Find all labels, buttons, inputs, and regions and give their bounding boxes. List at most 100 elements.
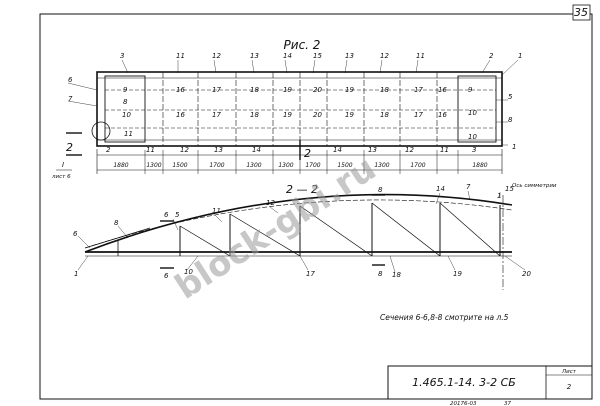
section-label: 12 xyxy=(266,199,275,207)
plan-label: 13 xyxy=(214,146,223,154)
dimension: 1880 xyxy=(113,162,128,169)
plan-label: 17 xyxy=(414,86,423,94)
stamp-code: 1.465.1-14. 3-2 СБ xyxy=(412,376,516,389)
left-cut-sheet-ref: лист 6 xyxy=(51,174,71,180)
plan-label: 6 xyxy=(68,76,73,84)
plan-label: 13 xyxy=(345,52,354,60)
plan-label: 11 xyxy=(440,146,449,154)
dimension: 1500 xyxy=(337,162,352,169)
cut-label: 8 xyxy=(378,186,383,194)
plan-label: 10 xyxy=(468,109,477,117)
plan-label: 16 xyxy=(176,86,185,94)
section-label: 20 xyxy=(522,270,531,278)
plan-label: 8 xyxy=(508,116,513,124)
symmetry-axis-label: Ось симметрии xyxy=(512,183,557,189)
left-cut-roman: I xyxy=(62,161,64,169)
dimension: 1300 xyxy=(146,162,161,169)
plan-label: 11 xyxy=(416,52,425,60)
cut-label: 6 xyxy=(164,211,169,219)
section-note: Сечения 6-6,8-8 смотрите на л.5 xyxy=(380,313,509,322)
dimension: 1500 xyxy=(172,162,187,169)
plan-label: 17 xyxy=(212,111,221,119)
left-cut-number: 2 xyxy=(66,141,73,154)
plan-label: 9 xyxy=(123,86,128,94)
plan-label: 18 xyxy=(250,111,259,119)
plan-label: 8 xyxy=(123,98,128,106)
plan-label: 10 xyxy=(122,111,131,119)
plan-label: 3 xyxy=(472,146,476,154)
section-labels: 6 8 5 11 12 14 7 15 1 10 17 18 19 20 1 О… xyxy=(73,183,557,280)
section-leaders xyxy=(77,190,526,273)
plan-label: 12 xyxy=(180,146,189,154)
plan-label: 9 xyxy=(468,86,473,94)
section-label: 18 xyxy=(392,271,401,279)
plan-label: 11 xyxy=(176,52,185,60)
section-label: 6 xyxy=(73,230,78,238)
section-label: 7 xyxy=(466,183,471,191)
plan-label: 13 xyxy=(368,146,377,154)
section-label: 11 xyxy=(212,207,221,215)
section-label: 17 xyxy=(306,270,315,278)
dimension: 1880 xyxy=(472,162,487,169)
title-block xyxy=(387,365,593,400)
sheet-frame xyxy=(39,13,593,400)
plan-label: 19 xyxy=(283,86,292,94)
dimension: 1700 xyxy=(209,162,224,169)
cut-label: 6 xyxy=(164,272,169,280)
dimension: 1300 xyxy=(374,162,389,169)
section-label: 10 xyxy=(184,268,193,276)
sheet-number: 35 xyxy=(574,6,588,19)
section-view xyxy=(84,193,513,290)
figure-title: Рис. 2 xyxy=(284,38,321,52)
plan-label: 16 xyxy=(438,111,447,119)
plan-label: 18 xyxy=(250,86,259,94)
plan-label: 1 xyxy=(512,143,516,151)
plan-label: 7 xyxy=(68,95,73,103)
dimension: 1700 xyxy=(410,162,425,169)
section-label: 1 xyxy=(497,192,501,200)
plan-label: 14 xyxy=(252,146,261,154)
plan-label: 17 xyxy=(212,86,221,94)
plan-leaders xyxy=(67,59,519,146)
watermark: block-gbi.ru xyxy=(168,148,383,307)
section-label: 5 xyxy=(175,211,180,219)
plan-label: 19 xyxy=(283,111,292,119)
plan-label: 20 xyxy=(313,86,322,94)
section-label: 1 xyxy=(74,270,78,278)
plan-labels: 3 11 12 13 14 15 13 12 11 2 1 6 9 16 17 … xyxy=(68,52,522,154)
sheet-number-box xyxy=(572,4,591,21)
footer-page: 37 xyxy=(504,401,511,406)
plan-label: 14 xyxy=(333,146,342,154)
section-label: 19 xyxy=(453,270,462,278)
plan-label: 18 xyxy=(380,86,389,94)
plan-label: 12 xyxy=(212,52,221,60)
plan-label: 18 xyxy=(380,111,389,119)
right-cut-number: 2 xyxy=(304,147,311,160)
stamp-sheet-label: Лист xyxy=(561,369,577,375)
plan-label: 16 xyxy=(438,86,447,94)
plan-label: 13 xyxy=(250,52,259,60)
dimension: 1700 xyxy=(305,162,320,169)
plan-label: 16 xyxy=(176,111,185,119)
section-title: 2 — 2 xyxy=(286,183,318,196)
section-label: 8 xyxy=(114,219,119,227)
plan-label: 2 xyxy=(106,146,111,154)
stamp-sheet-number: 2 xyxy=(567,383,572,391)
plan-label: 11 xyxy=(146,146,155,154)
plan-view xyxy=(66,71,503,174)
plan-label: 2 xyxy=(489,52,494,60)
plan-label: 15 xyxy=(313,52,322,60)
cut-label: 8 xyxy=(378,270,383,278)
plan-label: 3 xyxy=(120,52,124,60)
footer-code: 20176-03 xyxy=(450,401,477,406)
plan-label: 11 xyxy=(124,130,133,138)
section-label: 15 xyxy=(505,185,514,193)
dimension: 1300 xyxy=(278,162,293,169)
dimension-chain: 1880 1300 1500 1700 1300 1300 1700 1500 … xyxy=(113,162,487,169)
dimension: 1300 xyxy=(246,162,261,169)
plan-label: 10 xyxy=(468,133,477,141)
section-label: 14 xyxy=(436,185,445,193)
plan-label: 17 xyxy=(414,111,423,119)
plan-label: 5 xyxy=(508,93,513,101)
